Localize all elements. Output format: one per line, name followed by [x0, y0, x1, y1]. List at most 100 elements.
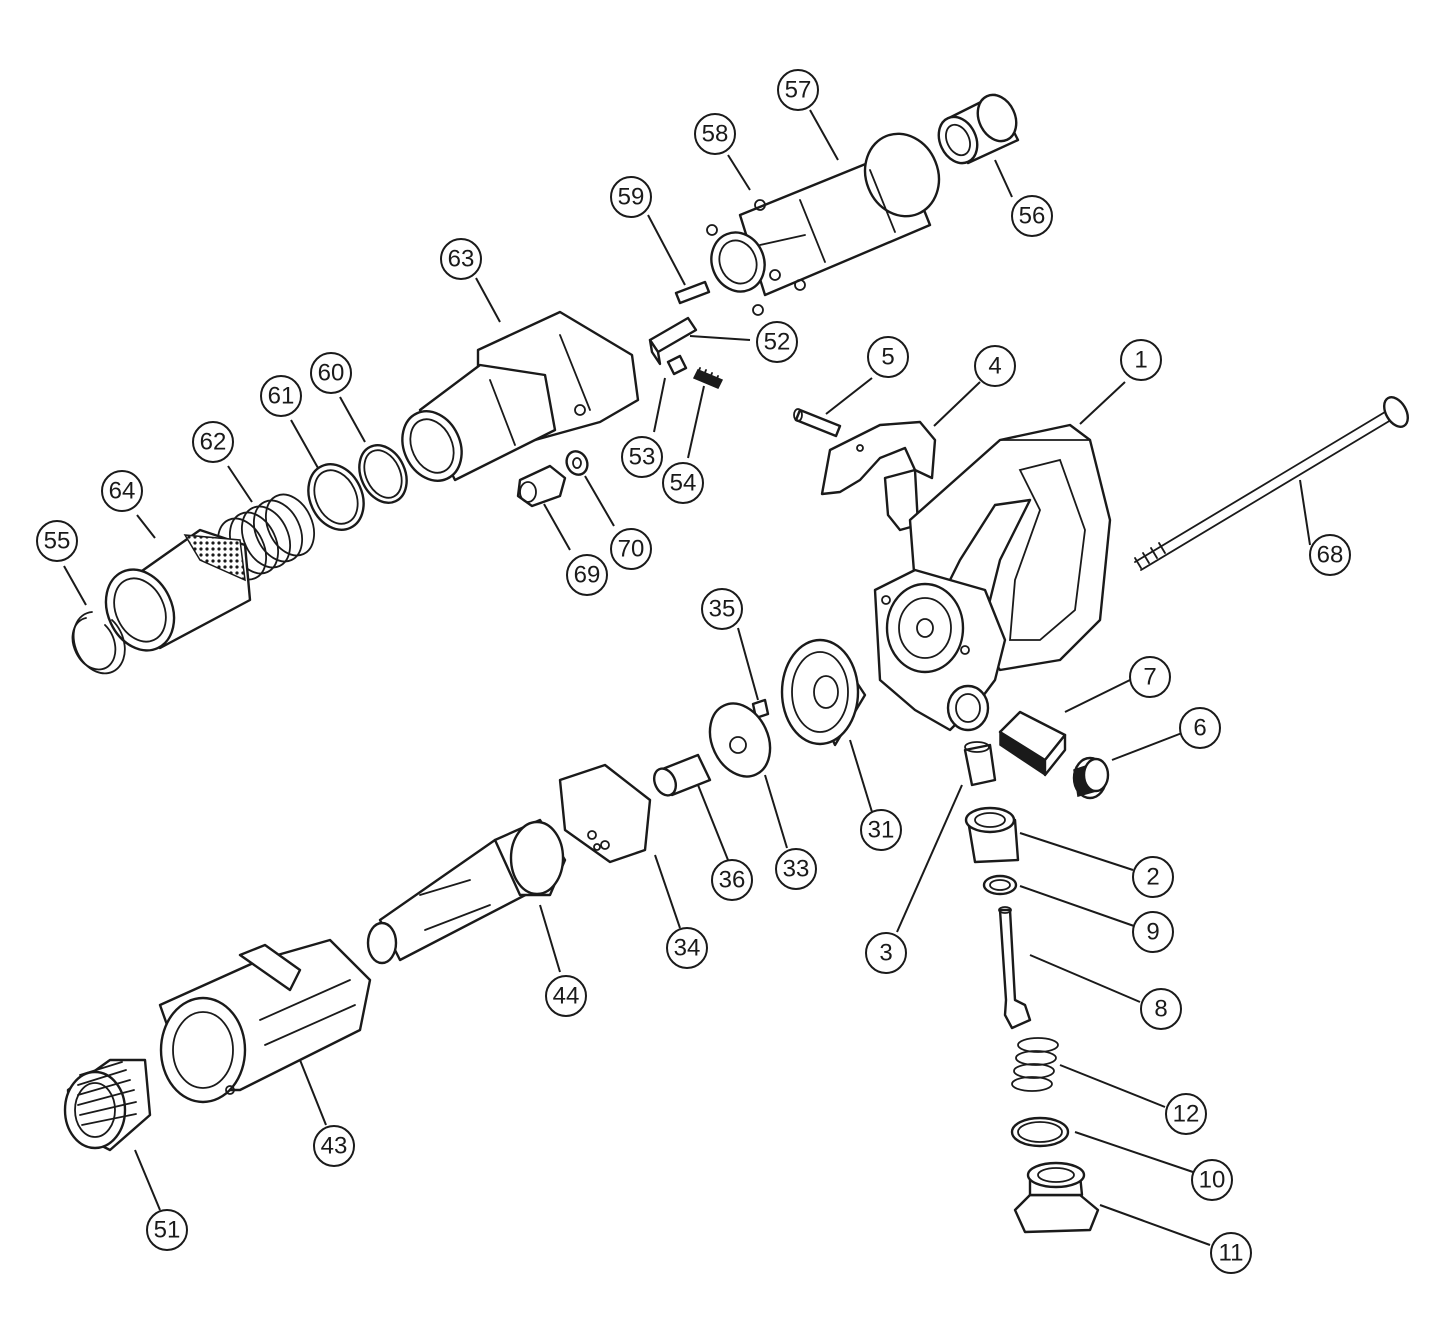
callout-7: 7 [1129, 656, 1171, 698]
callout-54: 54 [662, 462, 704, 504]
svg-text:11: 11 [1219, 1240, 1244, 1267]
svg-text:35: 35 [709, 596, 736, 623]
svg-text:61: 61 [268, 383, 295, 410]
part-53-pin [666, 354, 688, 376]
svg-text:6: 6 [1193, 715, 1206, 742]
part-64-retainer [104, 528, 252, 652]
part-56-cylinder [710, 132, 941, 297]
svg-text:36: 36 [719, 867, 746, 894]
callout-63: 63 [440, 238, 482, 280]
svg-text:69: 69 [574, 562, 601, 589]
callout-34: 34 [666, 927, 708, 969]
part-7-block [998, 710, 1067, 777]
part-51-gear [63, 1058, 152, 1152]
svg-text:7: 7 [1143, 664, 1156, 691]
svg-text:44: 44 [553, 983, 580, 1010]
part-63-housing [401, 310, 640, 482]
svg-text:43: 43 [321, 1133, 348, 1160]
part-70-washer [565, 450, 589, 476]
part-5-pin [793, 408, 842, 438]
callout-59: 55 [36, 520, 78, 562]
part-12-spring [1011, 1037, 1059, 1092]
callout-33: 33 [775, 848, 817, 890]
part-69-nut [516, 464, 567, 508]
callout-3: 3 [865, 932, 907, 974]
callout-11: 11 [1210, 1232, 1252, 1274]
svg-text:56: 56 [1019, 203, 1046, 230]
part-43-front-housing [158, 938, 372, 1104]
callout-1: 1 [1120, 339, 1162, 381]
svg-text:10: 10 [1199, 1167, 1226, 1194]
svg-text:62: 62 [200, 429, 227, 456]
svg-text:52: 52 [764, 329, 791, 356]
callout-4: 4 [974, 345, 1016, 387]
part-33-plate [708, 702, 772, 778]
svg-text:58: 58 [702, 121, 729, 148]
callout-62: 62 [192, 421, 234, 463]
callout-68: 68 [1309, 534, 1351, 576]
svg-text:55: 55 [44, 528, 71, 555]
svg-text:68: 68 [1317, 542, 1344, 569]
callout-43: 43 [313, 1125, 355, 1167]
part-59-snap-ring [71, 611, 126, 675]
callout-60: 60 [310, 352, 352, 394]
callout-12: 12 [1165, 1093, 1207, 1135]
svg-text:63: 63 [448, 246, 475, 273]
part-57-balls [706, 199, 806, 316]
svg-text:4: 4 [988, 353, 1001, 380]
svg-text:31: 31 [868, 817, 895, 844]
part-6-plug [1072, 756, 1110, 800]
callout-55: 56 [1011, 195, 1053, 237]
part-55-bushing [937, 93, 1020, 165]
leader-lines [63, 109, 1311, 1246]
part-44-rotor [366, 818, 567, 965]
callout-2: 2 [1132, 856, 1174, 898]
callout-5: 5 [867, 336, 909, 378]
callout-57: 58 [694, 113, 736, 155]
part-58-pin [674, 280, 711, 305]
svg-text:1: 1 [1134, 347, 1147, 374]
svg-text:33: 33 [783, 856, 810, 883]
callout-61: 61 [260, 375, 302, 417]
svg-text:2: 2 [1146, 864, 1159, 891]
callout-58: 59 [610, 176, 652, 218]
svg-text:3: 3 [879, 940, 892, 967]
part-11-plug [1013, 1161, 1100, 1234]
svg-text:53: 53 [629, 444, 656, 471]
svg-text:54: 54 [670, 470, 697, 497]
callout-64: 64 [101, 470, 143, 512]
svg-text:34: 34 [674, 935, 701, 962]
callout-70: 70 [610, 528, 652, 570]
callout-69: 69 [566, 554, 608, 596]
part-8-valve-stem [998, 906, 1032, 1030]
callout-10: 10 [1191, 1159, 1233, 1201]
part-4-lever [820, 420, 937, 532]
part-9-o-ring [982, 874, 1018, 896]
part-36-bushing [652, 753, 712, 797]
part-31-bearing [780, 638, 867, 747]
callout-44: 44 [545, 975, 587, 1017]
svg-text:70: 70 [618, 536, 645, 563]
part-3-pin [963, 741, 997, 787]
svg-text:12: 12 [1173, 1101, 1200, 1128]
part-54-spring [692, 367, 724, 389]
part-61-ring [307, 463, 365, 531]
part-2-bushing [964, 806, 1020, 864]
callout-31: 31 [860, 809, 902, 851]
svg-text:9: 9 [1146, 919, 1159, 946]
callout-53: 53 [621, 436, 663, 478]
svg-text:57: 57 [785, 77, 812, 104]
callout-35: 35 [701, 588, 743, 630]
callout-6: 6 [1179, 707, 1221, 749]
svg-text:51: 51 [154, 1217, 181, 1244]
part-1-handle [873, 423, 1112, 732]
callout-8: 8 [1140, 988, 1182, 1030]
part-52-key [648, 316, 698, 366]
part-68-tie-rod [1134, 396, 1409, 571]
callout-51: 51 [146, 1209, 188, 1251]
svg-text:8: 8 [1154, 996, 1167, 1023]
part-10-o-ring [1010, 1116, 1070, 1148]
svg-text:59: 59 [618, 184, 645, 211]
